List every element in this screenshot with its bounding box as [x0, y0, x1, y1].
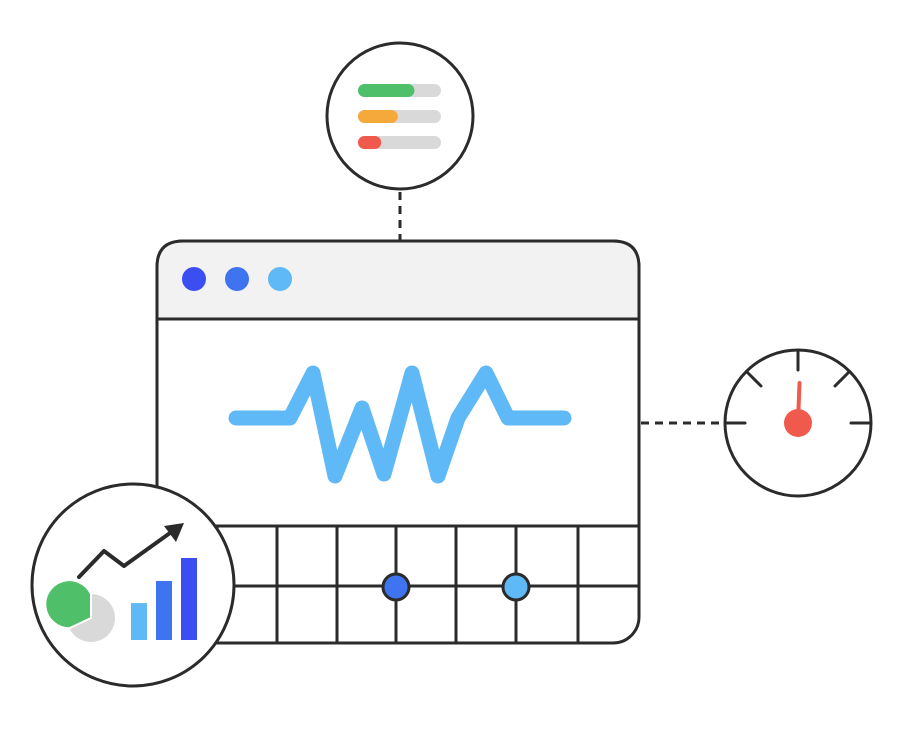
grid-point-1 [381, 572, 411, 602]
window-titlebar [155, 239, 641, 321]
window-dot-3 [268, 267, 292, 291]
window-dot-1 [182, 267, 206, 291]
bar-chart-icon [131, 558, 197, 640]
analytics-bar-1 [131, 603, 147, 640]
analytics-bar-3 [181, 558, 197, 640]
pie-slice-main [44, 579, 92, 630]
speed-gauge-icon [723, 348, 873, 498]
progress-bar-red [358, 136, 382, 149]
trend-arrowhead [164, 523, 184, 542]
window-dot-2 [225, 267, 249, 291]
progress-list-icon [325, 41, 475, 191]
gauge-hub [784, 409, 812, 437]
waveform-icon [228, 365, 572, 484]
window-icon [155, 239, 641, 645]
progress-bar-orange [358, 110, 398, 123]
analytics-bar-2 [156, 580, 172, 640]
analytics-icon [30, 482, 236, 688]
trend-arrow-icon [77, 531, 172, 579]
progress-bar-green [358, 84, 415, 97]
grid-point-2 [501, 572, 531, 602]
gauge-ticks [725, 350, 871, 425]
